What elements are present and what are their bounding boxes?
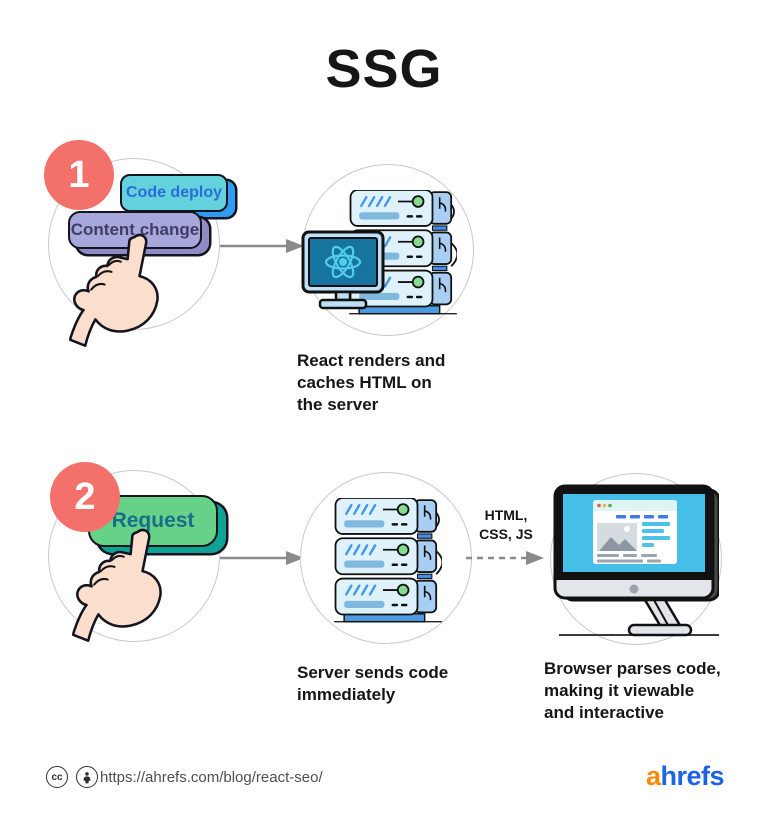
pointer-hand-icon: [72, 527, 174, 650]
step2-browser-caption: Browser parses code, making it viewable …: [544, 659, 721, 723]
cc-icon-text: cc: [51, 771, 63, 783]
source-url: https://ahrefs.com/blog/react-seo/: [100, 769, 323, 786]
step1-caption: React renders and caches HTML on the ser…: [297, 351, 446, 415]
attribution-icon: [76, 766, 98, 788]
react-monitor-icon: [301, 230, 385, 310]
step2-server-caption: Server sends code immediately: [297, 663, 449, 705]
server-stack-icon: [334, 498, 442, 626]
code-transfer-label: HTML, CSS, JS: [479, 507, 533, 542]
dashed-arrow-icon: [466, 551, 544, 565]
arrow-right-icon: [220, 239, 304, 253]
cc-icon: cc: [46, 766, 68, 788]
step2-badge: 2: [50, 462, 120, 532]
ahrefs-logo-hrefs: hrefs: [660, 761, 724, 791]
request-label: Request: [111, 509, 195, 532]
step2-number: 2: [74, 475, 96, 518]
ahrefs-logo: ahrefs: [645, 761, 725, 792]
arrow-right-icon: [220, 551, 304, 565]
page-title: SSG: [325, 39, 443, 99]
pointer-hand-icon: [69, 232, 171, 355]
ahrefs-logo-a: a: [645, 761, 661, 791]
step1-badge: 1: [44, 140, 114, 210]
imac-browser-icon: [553, 484, 719, 637]
code-deploy-button: Code deploy: [120, 174, 228, 212]
license-icons: cc: [46, 766, 98, 788]
browser-window-icon: [593, 500, 677, 564]
code-deploy-label: Code deploy: [125, 184, 222, 201]
content-change-label: Content change: [70, 220, 200, 239]
step1-number: 1: [68, 153, 90, 196]
